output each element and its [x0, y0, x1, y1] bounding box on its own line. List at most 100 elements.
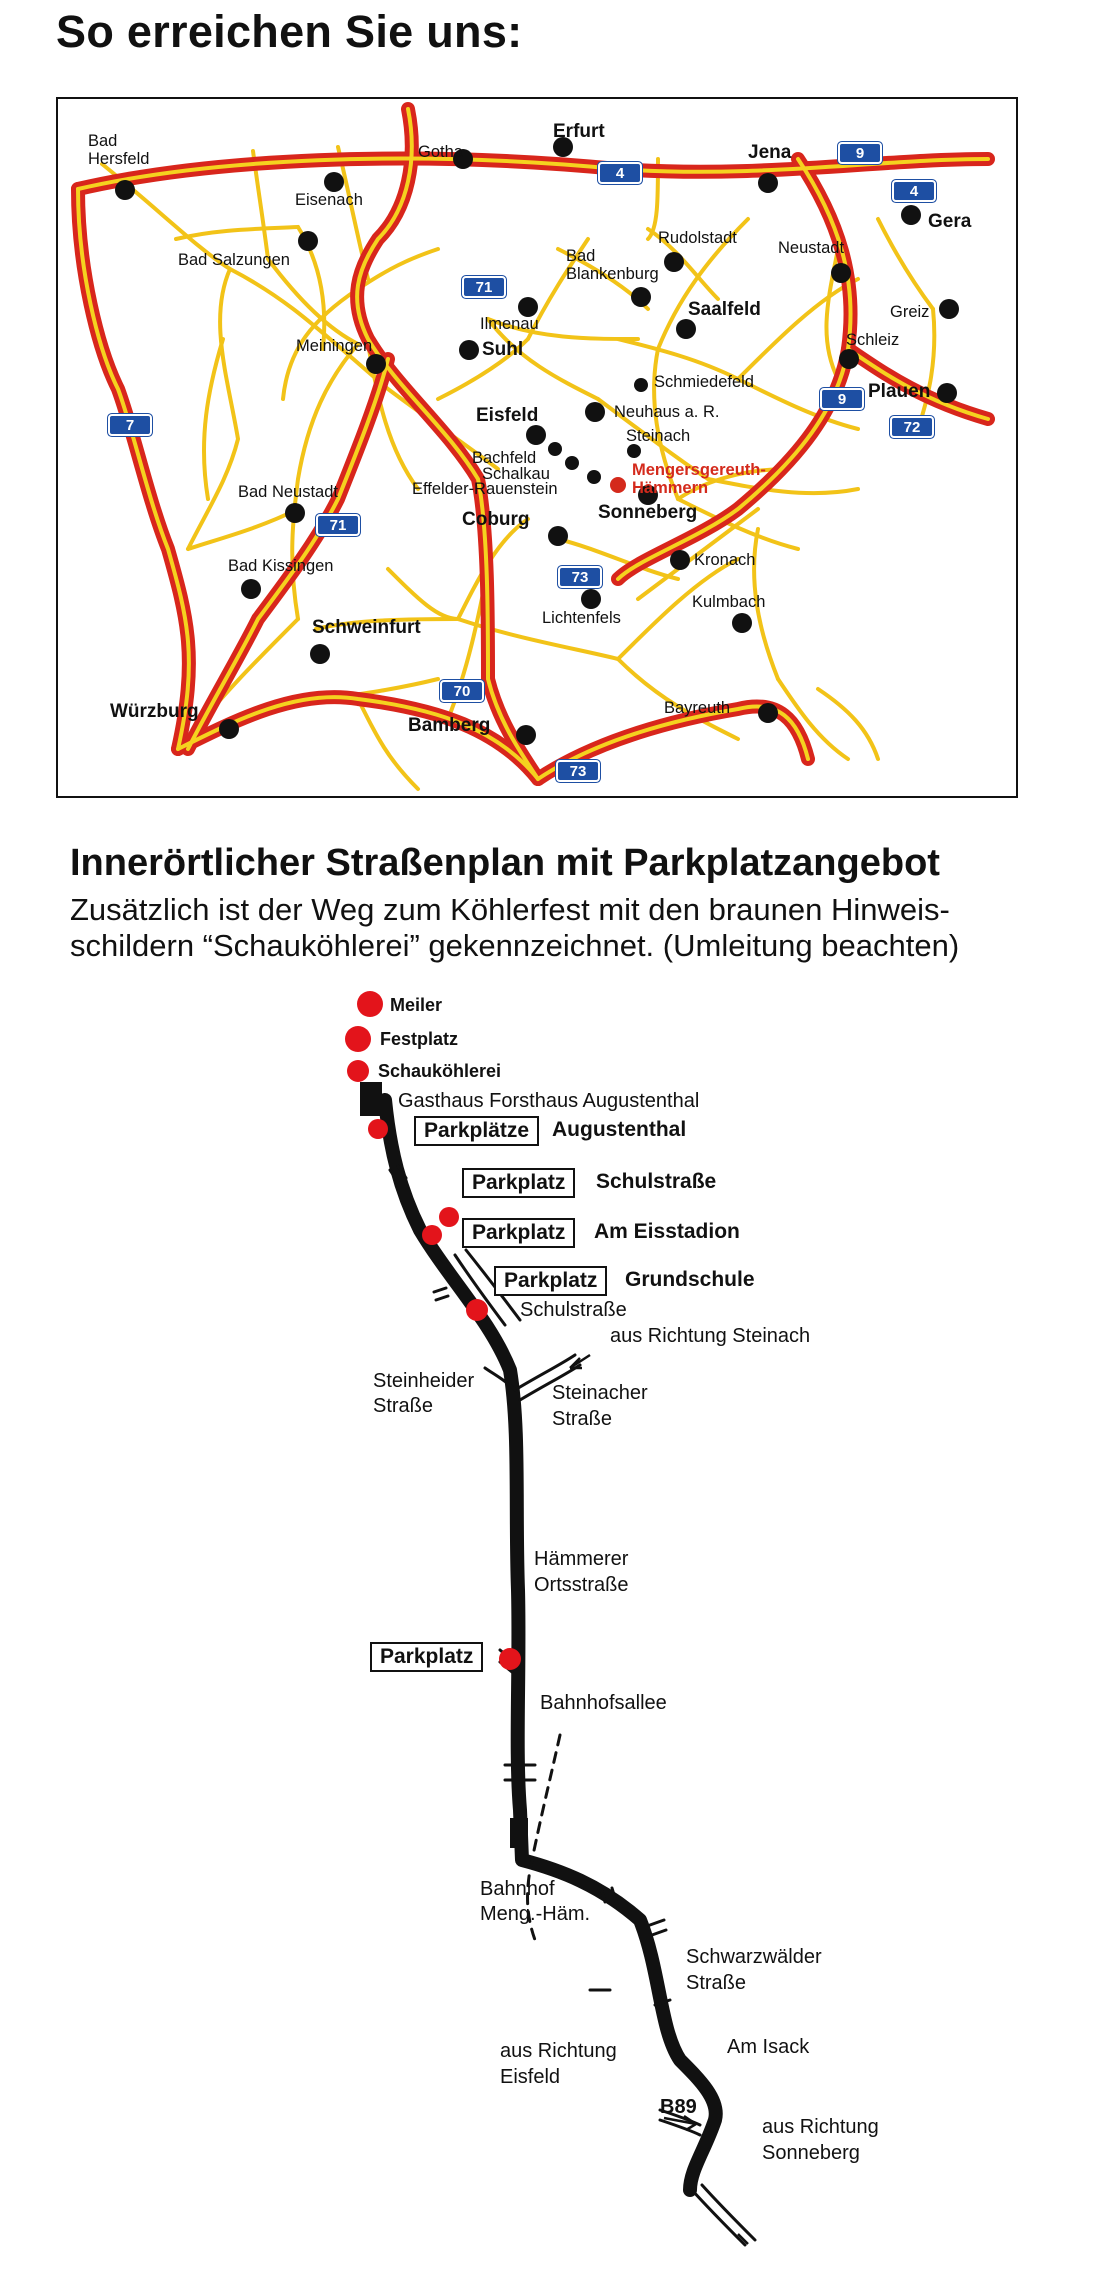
city-dot [758, 173, 778, 193]
city-dot [587, 470, 601, 484]
label-schwarzwaelder-2: Straße [686, 1972, 747, 1994]
city-meiningen: Meiningen [296, 337, 373, 355]
subtitle-line-1: Zusätzlich ist der Weg zum Köhlerfest mi… [70, 892, 950, 927]
city-dot [219, 719, 239, 739]
city-bayreuth: Bayreuth [664, 699, 731, 717]
parking-name-eisstadion: Am Eisstadion [594, 1220, 740, 1243]
motorway-shield-a73: 73 [554, 759, 602, 783]
road-eisfeld [658, 2118, 702, 2137]
motorways [71, 102, 995, 786]
road-tick [598, 1883, 619, 1907]
city-eisfeld: Eisfeld [476, 405, 539, 426]
city-sonneberg: Sonneberg [598, 502, 698, 523]
side-road [438, 1260, 492, 1332]
marker-meiler [357, 991, 383, 1017]
city-dot [366, 354, 386, 374]
parking-box-eisstadion: Parkplatz [462, 1218, 576, 1248]
label-bahnhofsallee: Bahnhofsallee [540, 1692, 667, 1714]
city-lichtenfels: Lichtenfels [542, 609, 621, 627]
city-gera: Gera [928, 211, 972, 232]
label-bahnhof-2: Meng.-Häm. [480, 1903, 591, 1925]
city-schleiz: Schleiz [846, 331, 900, 349]
section-subtitle: Zusätzlich ist der Weg zum Köhlerfest mi… [70, 892, 1070, 964]
parking-name-schulstrasse: Schulstraße [596, 1170, 717, 1193]
city-dot [581, 589, 601, 609]
city-wuerzburg: Würzburg [110, 701, 199, 722]
city-greiz: Greiz [890, 303, 930, 321]
road-sonneberg [700, 2183, 757, 2242]
city-dot [518, 297, 538, 317]
parking-name-grundschule: Grundschule [625, 1268, 755, 1291]
city-rudolstadt: Rudolstadt [658, 229, 737, 247]
city-kronach: Kronach [694, 551, 756, 569]
direction-arrows [569, 1353, 749, 2245]
street-plan: Meiler Festplatz Schauköhlerei Gasthaus … [0, 990, 1110, 2279]
footpath [526, 1733, 562, 1942]
label-schulstrasse: Schulstraße [520, 1299, 627, 1321]
road-tick [648, 1918, 668, 1937]
city-coburg: Coburg [462, 509, 530, 530]
marker-parkplatz-schulstrasse [439, 1207, 459, 1227]
city-effelder-rauenstein: Effelder-Rauenstein [412, 480, 558, 498]
road-steinach [513, 1353, 577, 1392]
city-plauen: Plauen [868, 381, 931, 402]
city-dot [901, 205, 921, 225]
motorway-shield-a4: 4 [890, 179, 938, 203]
road-tick [432, 1286, 450, 1302]
road-tick [503, 1763, 537, 1782]
motorway-shield-a73: 73 [556, 565, 604, 589]
city-ilmenau: Ilmenau [480, 315, 539, 333]
city-bad-hersfeld: Bad Hersfeld [88, 132, 150, 168]
city-schweinfurt: Schweinfurt [312, 617, 421, 638]
subtitle-line-2: schildern “Schauköhlerei” gekennzeichnet… [70, 928, 960, 963]
city-dot [627, 444, 641, 458]
regional-map: Bad Hersfeld Eisenach Gotha Erfurt Jena … [56, 97, 1018, 798]
city-erfurt: Erfurt [553, 121, 605, 142]
side-road [453, 1253, 507, 1327]
parking-box-schulstrasse: Parkplatz [462, 1168, 576, 1198]
city-steinach: Steinach [626, 427, 691, 445]
arrow-steinach [569, 1353, 591, 1370]
city-dot [548, 442, 562, 456]
arrow-eisfeld [663, 2114, 697, 2132]
label-bahnhof-1: Bahnhof [480, 1878, 555, 1900]
regional-road-network [71, 102, 995, 791]
motorway-shield-a9: 9 [836, 141, 884, 165]
parking-box-grundschule: Parkplatz [494, 1266, 608, 1296]
city-dot [634, 378, 648, 392]
marker-parkplaetze-augustenthal [368, 1119, 388, 1139]
label-steinheider-1: Steinheider [373, 1370, 475, 1392]
city-bachfeld: Bachfeld [472, 449, 537, 467]
parking-name-augustenthal: Augustenthal [552, 1118, 687, 1141]
city-dot [638, 485, 658, 505]
city-mengersgereuth-haemmern: Mengersgereuth- Hämmern [632, 461, 766, 497]
label-eisfeld-2: Eisfeld [500, 2066, 561, 2088]
city-dot [459, 340, 479, 360]
section-title: Innerörtlicher Straßenplan mit Parkplatz… [70, 842, 940, 884]
building-gasthaus [360, 1082, 382, 1116]
city-schmiedefeld: Schmiedefeld [654, 373, 754, 391]
city-bad-salzungen: Bad Salzungen [178, 251, 290, 269]
label-am-isack: Am Isack [727, 2036, 810, 2058]
city-dot [937, 383, 957, 403]
label-schwarzwaelder-1: Schwarzwälder [686, 1946, 822, 1968]
city-dot [285, 503, 305, 523]
page-heading: So erreichen Sie uns: [56, 6, 523, 57]
city-dot [453, 149, 473, 169]
label-steinheider-2: Straße [373, 1395, 434, 1417]
label-haemmerer-1: Hämmerer [534, 1548, 629, 1570]
city-dot [670, 550, 690, 570]
city-suhl: Suhl [482, 339, 524, 360]
city-bad-blankenburg: Bad Blankenburg [566, 247, 659, 283]
city-jena: Jena [748, 142, 792, 163]
parking-box-augustenthal: Parkplätze [414, 1116, 540, 1146]
label-b89: B89 [660, 2096, 697, 2118]
city-dots [115, 137, 959, 745]
road-sonneberg [690, 2188, 747, 2247]
motorway-shield-a9: 9 [818, 387, 866, 411]
label-steinacher-1: Steinacher [552, 1382, 648, 1404]
city-bad-neustadt: Bad Neustadt [238, 483, 338, 501]
city-dot [526, 425, 546, 445]
city-dot [732, 613, 752, 633]
arrow-sonneberg [737, 2233, 749, 2245]
